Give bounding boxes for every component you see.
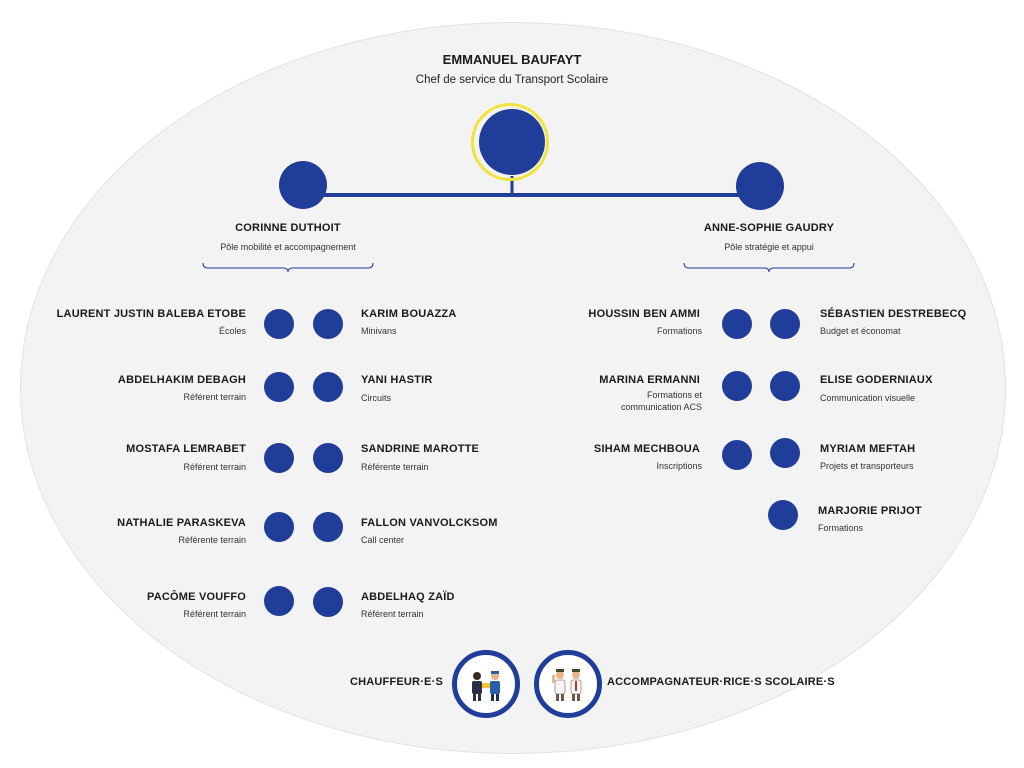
member-name: SIHAM MECHBOUA: [593, 443, 700, 455]
member-name: ABDELHAKIM DEBAGH: [117, 374, 246, 386]
member-role: Référente terrain: [361, 462, 429, 472]
member-role: Formations: [818, 523, 864, 533]
member-avatar: [722, 371, 752, 401]
escorts-icon: [552, 669, 582, 701]
member-name: MARJORIE PRIJOT: [818, 505, 922, 517]
member-role: Écoles: [218, 326, 246, 336]
member-avatar: [264, 443, 294, 473]
member-role-line1: Formations et: [646, 390, 702, 400]
member-role: Minivans: [361, 326, 397, 336]
pole-left-role: Pôle mobilité et accompagnement: [220, 242, 356, 252]
member-avatar: [770, 371, 800, 401]
member-role: Projets et transporteurs: [820, 461, 914, 471]
member-avatar: [770, 438, 800, 468]
member-avatar: [768, 500, 798, 530]
drivers-label: CHAUFFEUR·E·S: [349, 676, 443, 688]
member-avatar: [313, 372, 343, 402]
member-avatar: [722, 440, 752, 470]
drivers-icon: [472, 671, 500, 701]
member-name: YANI HASTIR: [361, 374, 433, 386]
member-avatar: [264, 512, 294, 542]
pole-left-name: CORINNE DUTHOIT: [235, 222, 341, 234]
chief-avatar: [479, 109, 545, 175]
member-name: ELISE GODERNIAUX: [820, 374, 933, 386]
left-pole-brace: [202, 262, 374, 273]
member-avatar: [264, 586, 294, 616]
member-role: Formations: [656, 326, 702, 336]
chief-role: Chef de service du Transport Scolaire: [415, 74, 609, 86]
member-name: LAURENT JUSTIN BALEBA ETOBE: [56, 308, 246, 320]
member-avatar: [313, 512, 343, 542]
pole-right-role: Pôle stratégie et appui: [724, 242, 814, 252]
member-role: Référent terrain: [183, 392, 246, 402]
member-name: MYRIAM MEFTAH: [820, 443, 916, 455]
member-role: Communication visuelle: [820, 393, 916, 403]
member-name: SANDRINE MAROTTE: [361, 443, 480, 455]
member-name: MOSTAFA LEMRABET: [126, 443, 246, 455]
member-name: HOUSSIN BEN AMMI: [588, 308, 700, 320]
drivers-badge: [452, 650, 520, 718]
member-role: Référent terrain: [361, 609, 424, 619]
member-role: Référent terrain: [183, 462, 246, 472]
member-avatar: [264, 372, 294, 402]
member-role-line2: communication ACS: [620, 402, 702, 412]
member-role: Référent terrain: [183, 609, 246, 619]
member-avatar: [722, 309, 752, 339]
escorts-label: ACCOMPAGNATEUR·RICE·S SCOLAIRE·S: [607, 676, 835, 688]
member-name: KARIM BOUAZZA: [361, 308, 457, 320]
escorts-badge: [534, 650, 602, 718]
member-name: PACÔME VOUFFO: [147, 591, 246, 603]
chief-name: EMMANUEL BAUFAYT: [442, 52, 582, 67]
member-avatar: [313, 309, 343, 339]
member-name: ABDELHAQ ZAÏD: [361, 591, 455, 603]
member-avatar: [313, 443, 343, 473]
member-role: Circuits: [361, 393, 392, 403]
member-name: SÉBASTIEN DESTREBECQ: [820, 308, 967, 320]
member-name: NATHALIE PARASKEVA: [117, 517, 246, 529]
member-avatar: [264, 309, 294, 339]
member-name: FALLON VANVOLCKSOM: [361, 517, 498, 529]
member-avatar: [770, 309, 800, 339]
member-name: MARINA ERMANNI: [599, 374, 700, 386]
pole-right-avatar: [736, 162, 784, 210]
right-pole-brace: [683, 262, 855, 273]
member-role: Budget et économat: [820, 326, 901, 336]
pole-left-avatar: [279, 161, 327, 209]
chief-highlight-ring: [471, 103, 549, 181]
pole-right-name: ANNE-SOPHIE GAUDRY: [703, 222, 835, 234]
member-role: Référente terrain: [178, 535, 246, 545]
member-role: Inscriptions: [656, 461, 702, 471]
member-avatar: [313, 587, 343, 617]
member-role: Call center: [361, 535, 405, 545]
